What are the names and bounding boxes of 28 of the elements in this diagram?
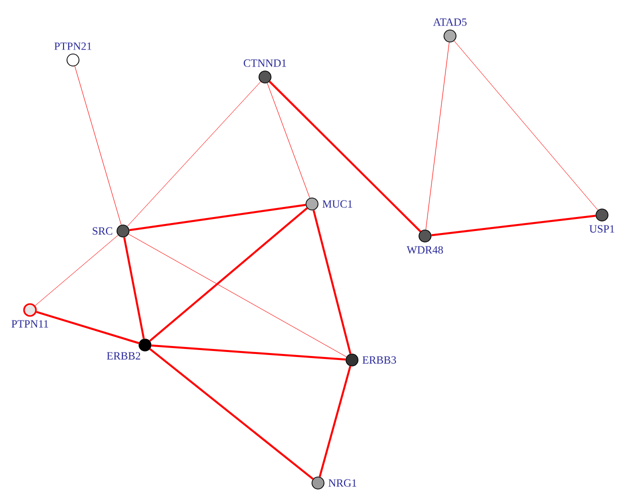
node-label: USP1	[589, 225, 614, 233]
connector-line	[312, 210, 352, 354]
connector-line	[426, 42, 450, 230]
connector-line	[74, 66, 122, 226]
connector-line	[149, 207, 308, 342]
connector-line	[268, 80, 422, 232]
connector-line	[149, 348, 314, 480]
node-label: ATAD5	[433, 18, 467, 26]
node-label: CTNND1	[244, 59, 286, 67]
connector-line	[454, 40, 598, 210]
connector-line	[431, 214, 596, 236]
node-label: MUC1	[322, 200, 352, 208]
node-label: ERBB2	[106, 352, 140, 360]
connector-line	[36, 311, 140, 344]
connector-line	[318, 366, 352, 478]
node-label: PTPN11	[12, 320, 48, 328]
node-label: ERBB3	[362, 356, 396, 364]
connector-line	[128, 234, 347, 358]
connector-line	[34, 234, 118, 306]
connector-line	[127, 81, 261, 227]
node-label: SRC	[92, 227, 112, 235]
connector-line	[151, 344, 346, 361]
connector-line	[266, 82, 310, 198]
node-label: WDR48	[406, 246, 443, 254]
node-label: PTPN21	[54, 42, 92, 50]
connector-line	[129, 204, 306, 232]
connector-line	[123, 237, 145, 339]
node-label: NRG1	[328, 479, 356, 487]
